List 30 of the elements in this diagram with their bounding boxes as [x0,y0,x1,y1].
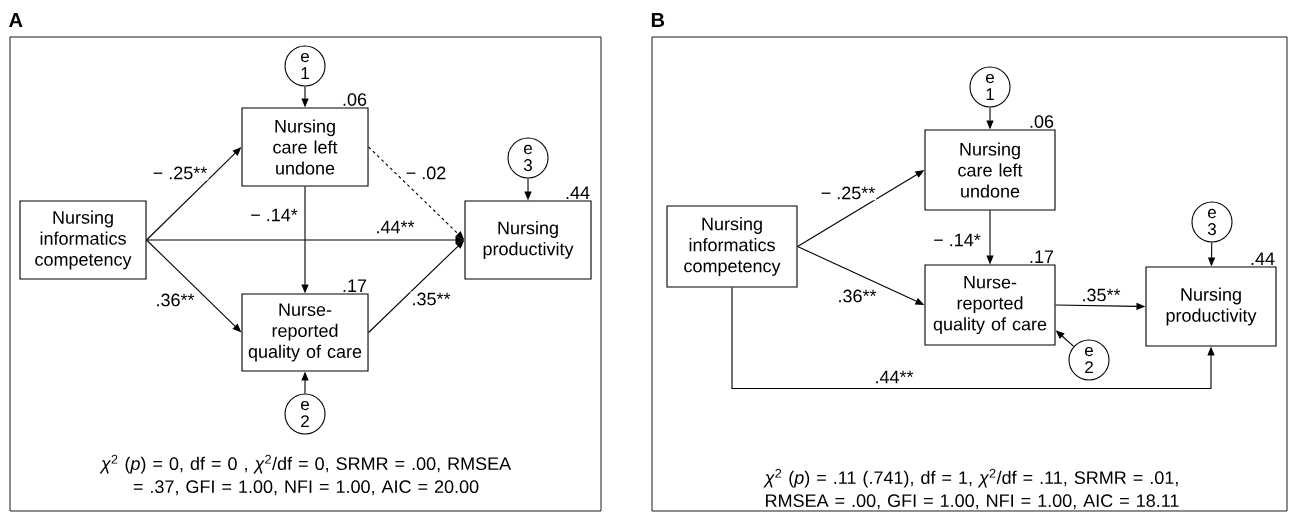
panel-letter: A [9,13,23,27]
r-squared-value: .06 [1030,115,1054,128]
edge-label: .44** [374,219,416,235]
edge-label: .35** [1080,287,1122,303]
edge-label: − .02 [404,165,448,181]
fit-statistics: χ$^{2}$ (p) = .11 (.741), df = 1, χ$^{2}$/df = .11, SRMR = .01, RMSEA = .00, GFI = 1.00, NFI = 1.00, AIC = 18.11 [763,468,1179,510]
r-squared-value: .06 [343,93,367,106]
r-squared-value: .17 [343,279,367,292]
variable-box: Nursing care left undone [241,107,369,187]
fit-statistics: χ$^{2}$ (p) = 0, df = 0 , χ$^{2}$/df = 0, SRMR = .00, RMSEA = .37, GFI = 1.00, NFI = 1.00, AIC = 20.00 [99,454,512,496]
edge-label: .36** [836,288,878,304]
edge-label: − .25** [151,165,209,181]
variable-box: Nurse- reported quality of care [241,293,369,372]
variable-box: Nursing productivity [1145,266,1277,347]
variable-box: Nursing informatics competency [19,200,147,280]
arrow [731,287,1215,390]
variable-box: Nursing care left undone [924,129,1056,211]
variable-box: Nurse- reported quality of care [924,264,1056,346]
r-squared-value: .44 [1251,252,1275,265]
edge-label: .44** [873,369,915,385]
panel-letter: B [651,13,665,27]
variable-box: Nursing informatics competency [666,205,798,288]
edge-label: − .14* [249,207,299,223]
r-squared-value: .44 [566,186,590,199]
edge-label: − .14* [932,232,982,248]
edge-label: .36** [154,292,196,308]
r-squared-value: .17 [1030,250,1054,263]
edge-label: − .25** [819,185,877,201]
variable-box: Nursing productivity [464,200,592,280]
edge-label: .35** [410,291,452,307]
